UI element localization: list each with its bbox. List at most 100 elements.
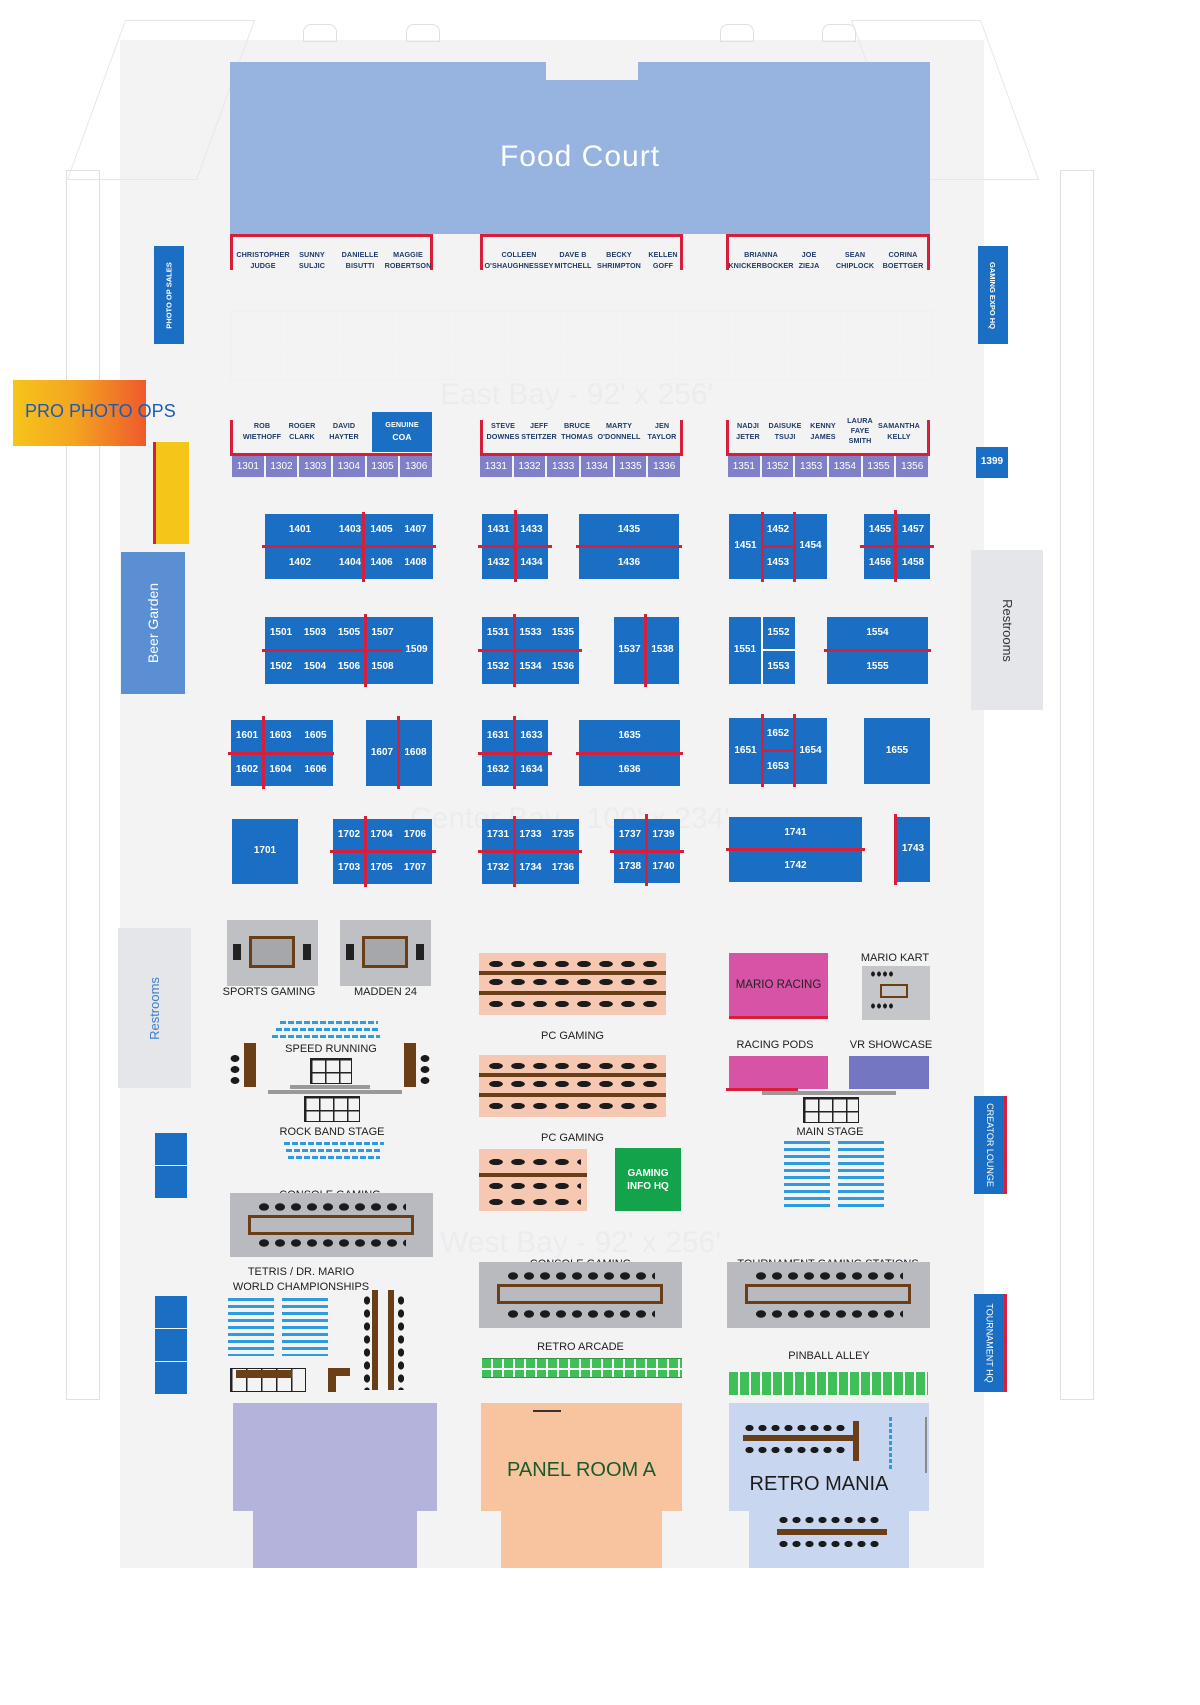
booth-1407[interactable]: 1407 (404, 523, 427, 535)
booth-1537[interactable]: 1537 (618, 644, 641, 656)
racing-pods[interactable] (729, 1056, 828, 1089)
booth-1335[interactable]: 1335 (614, 456, 647, 477)
booth-1356[interactable]: 1356 (896, 456, 929, 477)
booth-1701[interactable]: 1701 (232, 819, 298, 884)
west-wall-table-4[interactable] (155, 1329, 187, 1361)
booth-1355[interactable]: 1355 (862, 456, 895, 477)
vr-showcase[interactable] (849, 1056, 929, 1089)
booth-1531[interactable]: 1531 (486, 627, 510, 639)
booth-1538[interactable]: 1538 (651, 644, 674, 656)
booth-1703[interactable]: 1703 (337, 861, 361, 873)
booth-1739[interactable]: 1739 (652, 828, 675, 840)
booth-1535[interactable]: 1535 (551, 627, 575, 639)
console-gaming-west[interactable] (230, 1193, 433, 1257)
mario-racing[interactable]: MARIO RACING (729, 953, 828, 1019)
booth-1553[interactable]: 1553 (767, 661, 790, 673)
booth-1604[interactable]: 1604 (269, 763, 292, 775)
retro-arcade[interactable] (482, 1358, 682, 1378)
west-wall-table-1[interactable] (155, 1133, 187, 1165)
beer-garden[interactable]: Beer Garden (121, 552, 185, 694)
speed-running-stage[interactable] (310, 1058, 352, 1084)
booth-1653[interactable]: 1653 (766, 761, 790, 773)
booth-1436[interactable]: 1436 (617, 556, 641, 568)
gaming-expo-hq[interactable]: GAMING EXPO HQ (978, 246, 1008, 344)
booth-1301[interactable]: 1301 (232, 456, 264, 477)
photo-op-booth[interactable] (153, 442, 189, 544)
pc-gaming-bottom[interactable] (479, 1149, 587, 1211)
sports-gaming-area[interactable] (227, 920, 318, 986)
booth-1506[interactable]: 1506 (337, 661, 361, 673)
booth-1634[interactable]: 1634 (520, 763, 543, 775)
booth-1505[interactable]: 1505 (337, 627, 361, 639)
booth-1404[interactable]: 1404 (338, 556, 362, 568)
booth-1731[interactable]: 1731 (486, 828, 510, 840)
booth-1454[interactable]: 1454 (799, 540, 822, 552)
booth-1353[interactable]: 1353 (795, 456, 828, 477)
booth-1735[interactable]: 1735 (551, 828, 575, 840)
booth-1706[interactable]: 1706 (403, 828, 427, 840)
booth-1741[interactable]: 1741 (784, 826, 807, 838)
pc-gaming-top[interactable] (479, 953, 666, 1015)
gaming-info-hq[interactable]: GAMING INFO HQ (615, 1148, 681, 1211)
booth-1734[interactable]: 1734 (519, 861, 542, 873)
booth-1354[interactable]: 1354 (829, 456, 861, 477)
booth-1602[interactable]: 1602 (235, 763, 259, 775)
booth-1453[interactable]: 1453 (766, 556, 790, 568)
booth-1608[interactable]: 1608 (404, 746, 427, 758)
booth-1635[interactable]: 1635 (618, 730, 641, 742)
booth-1401[interactable]: 1401 (288, 523, 312, 535)
booth-1655[interactable]: 1655 (864, 718, 930, 784)
booth-1704[interactable]: 1704 (370, 828, 393, 840)
booth-1702[interactable]: 1702 (337, 828, 361, 840)
madden-24-area[interactable] (340, 920, 431, 986)
booth-1636[interactable]: 1636 (618, 763, 641, 775)
pro-photo-ops[interactable]: PRO PHOTO OPS (13, 380, 176, 446)
restrooms-east[interactable]: Restrooms (971, 550, 1043, 710)
booth-1303[interactable]: 1303 (299, 456, 332, 477)
booth-1631[interactable]: 1631 (486, 730, 510, 742)
booth-1601[interactable]: 1601 (235, 730, 259, 742)
booth-1501[interactable]: 1501 (269, 627, 293, 639)
mario-kart[interactable] (862, 966, 930, 1020)
booth-1633[interactable]: 1633 (520, 730, 543, 742)
booth-1508[interactable]: 1508 (371, 661, 394, 673)
west-wall-table-2[interactable] (155, 1166, 187, 1198)
booth-1503[interactable]: 1503 (303, 627, 327, 639)
booth-1632[interactable]: 1632 (486, 763, 510, 775)
retro-mania[interactable]: RETRO MANIA (729, 1403, 929, 1511)
photo-op-sales[interactable]: PHOTO OP SALES (154, 246, 184, 344)
tournament-hq[interactable]: TOURNAMENT HQ (974, 1294, 1006, 1392)
booth-1306[interactable]: 1306 (400, 456, 433, 477)
booth-1654[interactable]: 1654 (799, 744, 822, 756)
booth-1408[interactable]: 1408 (404, 556, 427, 568)
booth-1458[interactable]: 1458 (901, 556, 925, 568)
booth-1532[interactable]: 1532 (486, 661, 510, 673)
booth-1606[interactable]: 1606 (304, 763, 327, 775)
booth-1332[interactable]: 1332 (513, 456, 546, 477)
booth-1552[interactable]: 1552 (767, 627, 790, 639)
main-stage[interactable] (803, 1097, 859, 1123)
booth-1705[interactable]: 1705 (370, 861, 393, 873)
booth-1733[interactable]: 1733 (519, 828, 542, 840)
booth-1707[interactable]: 1707 (403, 861, 427, 873)
booth-1651[interactable]: 1651 (734, 744, 757, 756)
booth-1433[interactable]: 1433 (520, 523, 543, 535)
creator-lounge[interactable]: CREATOR LOUNGE (974, 1096, 1006, 1194)
